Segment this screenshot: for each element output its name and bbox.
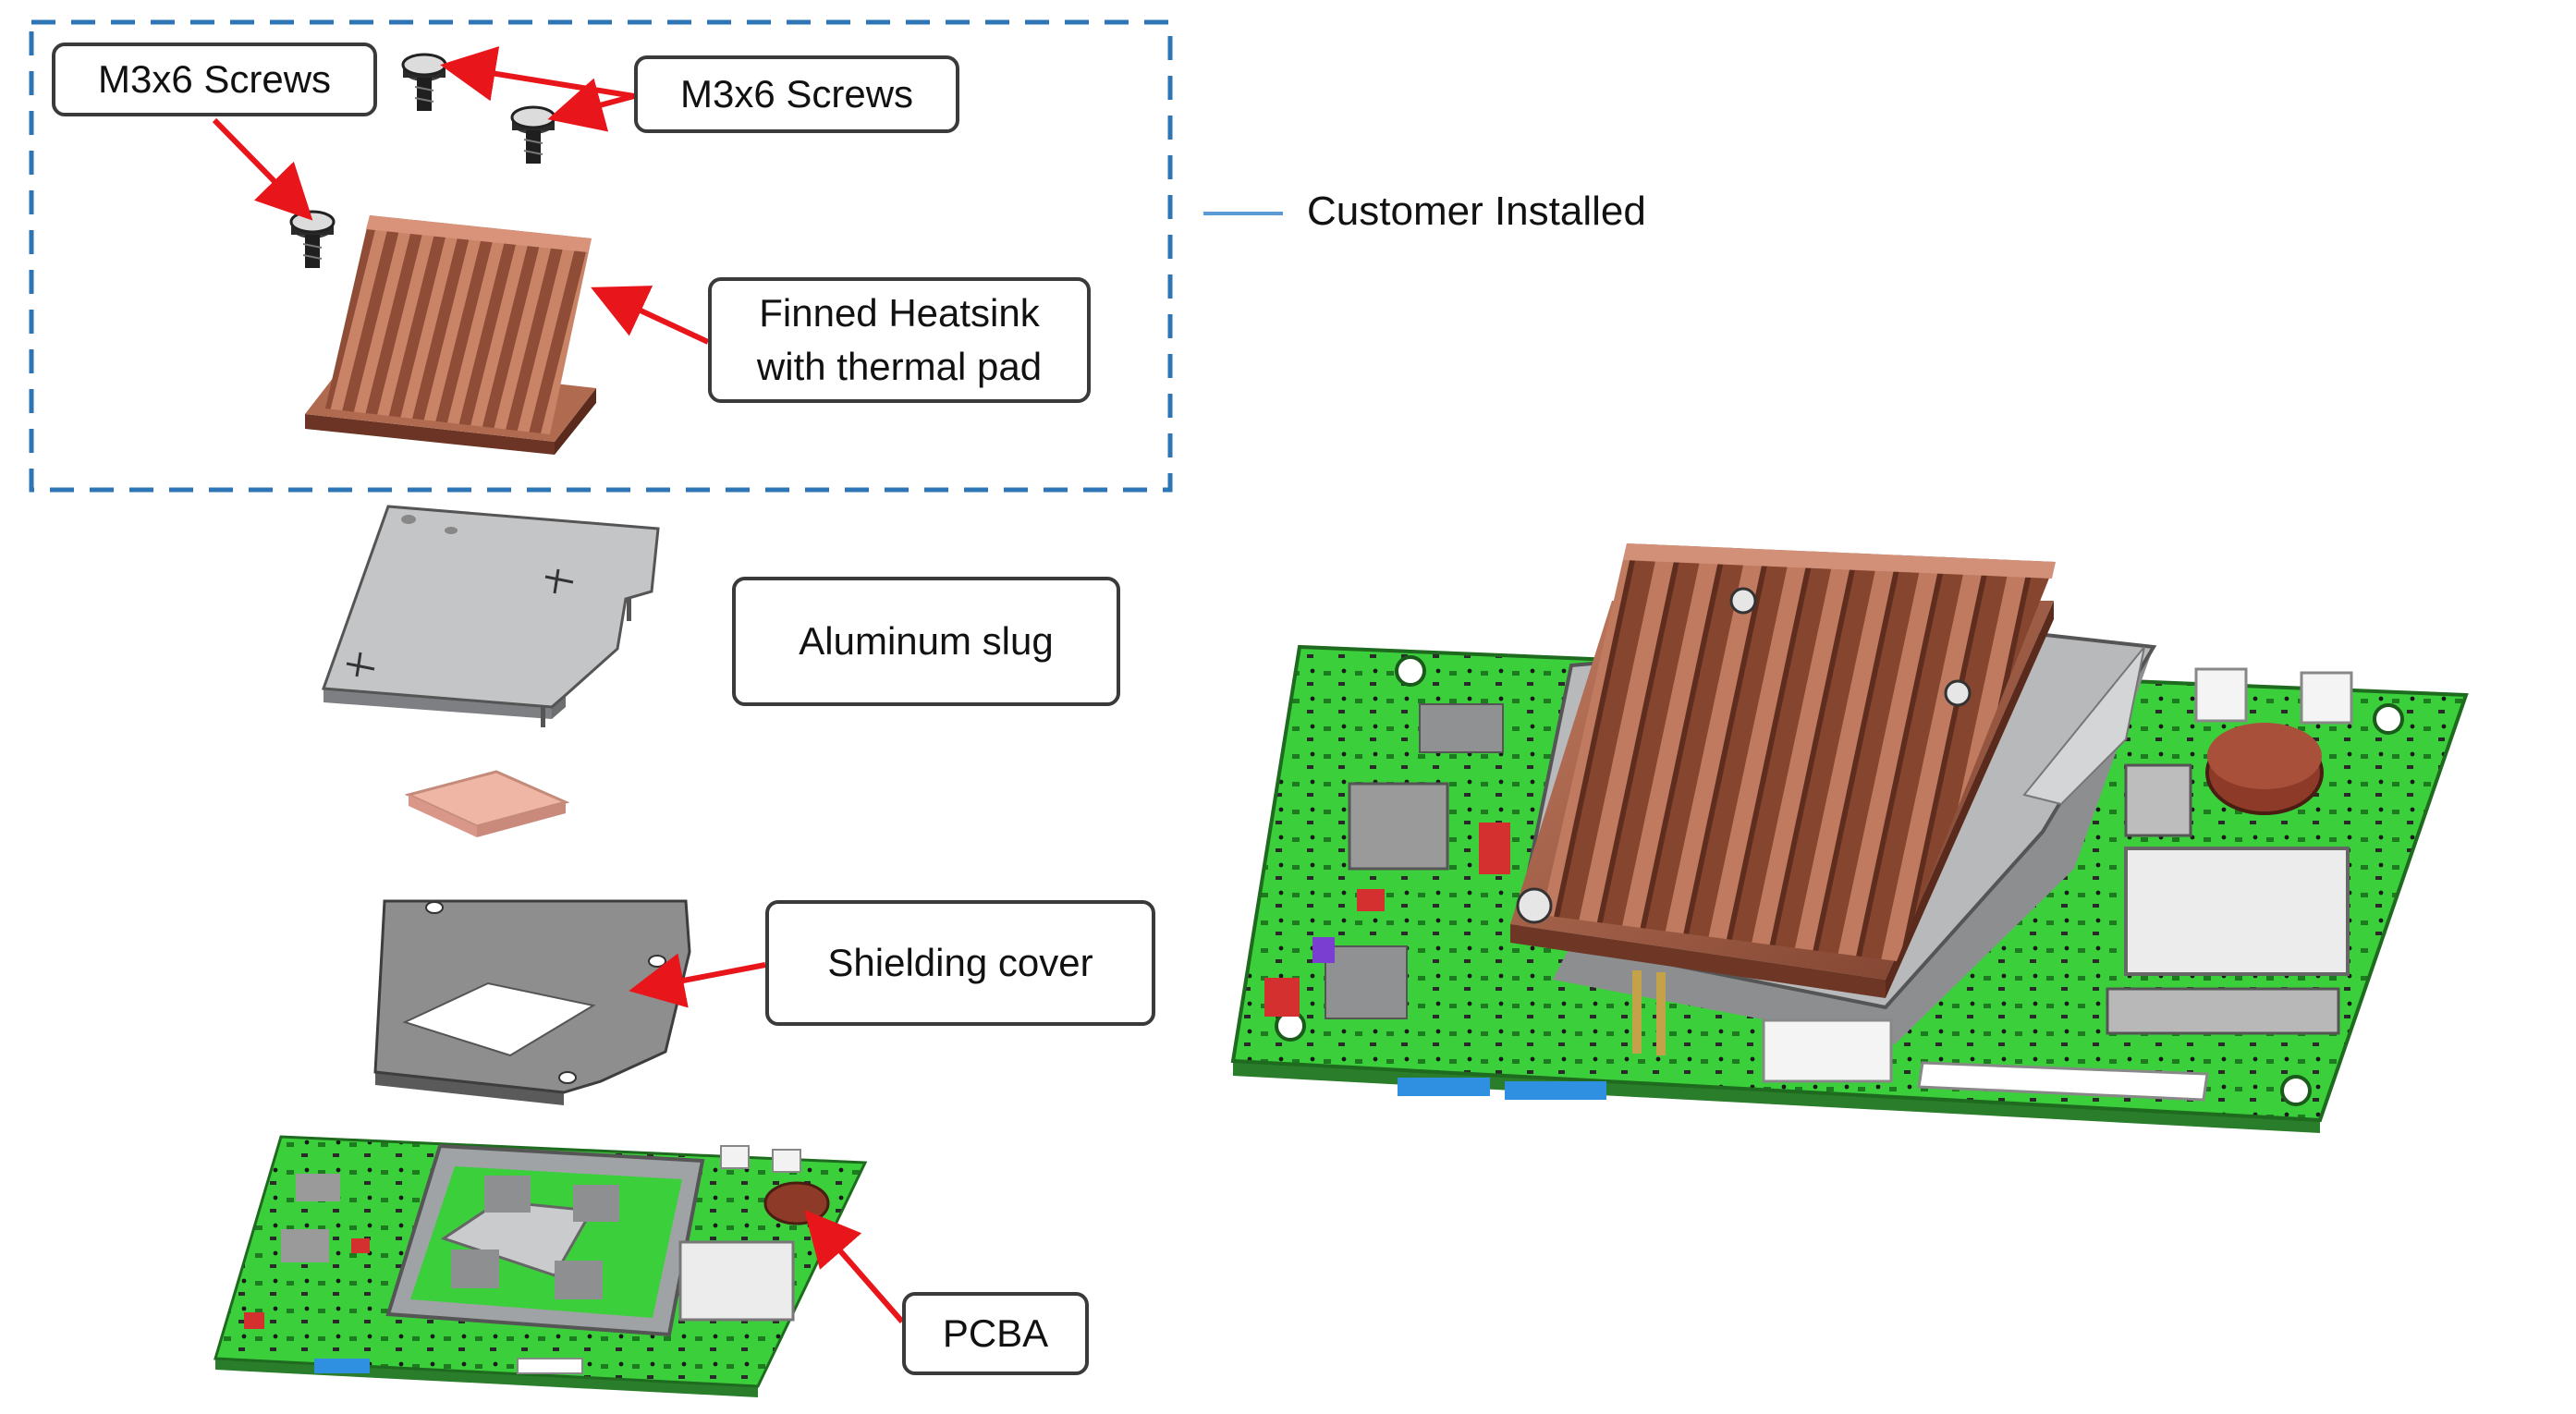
legend-customer-installed: Customer Installed bbox=[1307, 189, 1646, 234]
arrow-screws-right-top bbox=[440, 46, 635, 102]
arrow-shield bbox=[629, 953, 766, 1008]
screw-left bbox=[289, 210, 336, 268]
callout-pcba: PCBA bbox=[902, 1292, 1089, 1375]
arrow-pcba bbox=[804, 1209, 905, 1323]
callout-aluminum-slug: Aluminum slug bbox=[732, 577, 1120, 706]
assembled-pcba bbox=[1230, 543, 2469, 1133]
customer-installed-boundary bbox=[29, 19, 1173, 493]
screw-top bbox=[401, 53, 447, 111]
arrow-screws-right-middle bbox=[547, 78, 635, 132]
callout-shielding-cover: Shielding cover bbox=[765, 900, 1155, 1026]
callout-screws-right: M3x6 Screws bbox=[634, 55, 959, 133]
finned-heatsink bbox=[305, 215, 596, 455]
screw-middle bbox=[510, 105, 556, 164]
arrow-heatsink bbox=[591, 286, 710, 345]
callout-screws-left: M3x6 Screws bbox=[52, 43, 377, 116]
aluminum-slug bbox=[321, 505, 660, 727]
shielding-cover bbox=[373, 899, 691, 1105]
pcba-small bbox=[214, 1135, 868, 1397]
thermal-pad bbox=[404, 770, 570, 837]
arrow-screws-left bbox=[212, 117, 313, 221]
callout-heatsink: Finned Heatsink with thermal pad bbox=[708, 277, 1091, 403]
